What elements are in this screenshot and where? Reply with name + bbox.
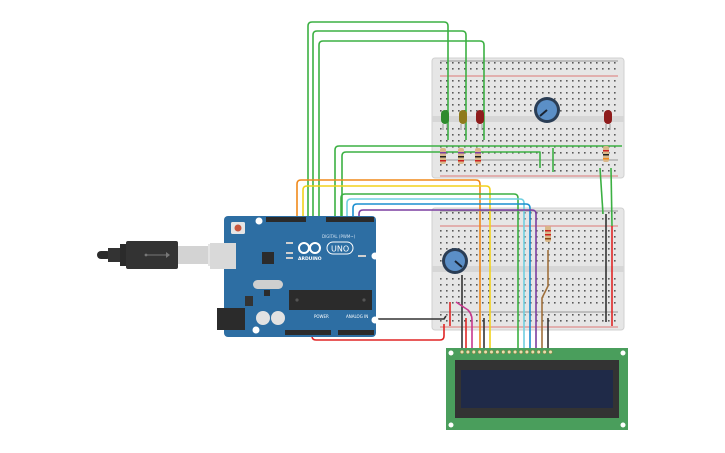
lcd-pin[interactable] xyxy=(471,349,476,355)
wire-green-rail-link-2[interactable] xyxy=(610,167,613,227)
terminal-strip-upper xyxy=(440,230,616,264)
wire-green-gnd-2[interactable] xyxy=(341,151,541,218)
center-channel xyxy=(432,266,624,272)
crystal xyxy=(253,280,283,289)
led-l xyxy=(286,242,293,244)
regulator xyxy=(245,296,253,306)
power-rail-top xyxy=(437,62,619,74)
wire-orange[interactable] xyxy=(296,179,481,350)
capacitor xyxy=(256,311,270,325)
lcd-pin[interactable] xyxy=(495,349,500,355)
usb-chip xyxy=(262,252,274,264)
wire-brown-lcd[interactable] xyxy=(541,250,549,350)
resistors-top xyxy=(440,146,609,164)
mount-hole xyxy=(371,252,379,260)
analog-header-label: ANALOG IN xyxy=(346,314,368,319)
mount-hole xyxy=(255,217,263,225)
resistor[interactable] xyxy=(475,148,481,164)
usb-cable[interactable] xyxy=(97,241,226,269)
leds xyxy=(441,110,612,130)
resistor[interactable] xyxy=(440,148,446,164)
capacitor xyxy=(271,311,285,325)
terminal-strip-lower xyxy=(440,124,616,156)
digital-header-right[interactable] xyxy=(326,217,374,222)
atmega-chip xyxy=(289,290,372,310)
reset-button[interactable] xyxy=(231,222,245,234)
terminal-strip-upper xyxy=(440,80,616,114)
wire-blue-lcd[interactable] xyxy=(352,203,531,350)
wire-green-led1[interactable] xyxy=(307,21,449,218)
lcd-pin[interactable] xyxy=(507,349,512,355)
mount-hole xyxy=(448,350,454,356)
breadboard-top xyxy=(431,57,625,179)
arduino-uno[interactable]: DIGITAL (PWM~) ARDUINO UNO POWER ANALOG … xyxy=(210,216,379,337)
lcd-pin[interactable] xyxy=(524,349,529,355)
lcd-16x2[interactable] xyxy=(446,348,628,430)
wire-green-lcd[interactable] xyxy=(340,193,519,350)
wire-purple-lcd[interactable] xyxy=(358,209,537,350)
wire-lightblue-lcd[interactable] xyxy=(346,198,525,350)
led-green[interactable] xyxy=(441,110,449,130)
potentiometer-top[interactable] xyxy=(534,97,560,123)
terminal-strip-lower xyxy=(440,274,616,308)
led-red[interactable] xyxy=(476,110,484,130)
mount-hole xyxy=(252,326,260,334)
wires xyxy=(296,21,622,350)
small-chip xyxy=(264,290,270,296)
lcd-pin[interactable] xyxy=(530,349,535,355)
wire-green-rail-link-1[interactable] xyxy=(599,167,604,215)
lcd-screen xyxy=(461,370,613,408)
resistor[interactable] xyxy=(458,148,464,164)
uno-badge xyxy=(326,241,354,255)
usb-port xyxy=(210,243,236,269)
lcd-pin[interactable] xyxy=(518,349,524,355)
power-rail-bottom xyxy=(437,313,619,325)
led-yellow[interactable] xyxy=(459,110,467,130)
wire-red-5v[interactable] xyxy=(311,324,445,341)
lcd-pin[interactable] xyxy=(465,349,470,355)
lcd-pin[interactable] xyxy=(501,349,506,355)
wire-yellow[interactable] xyxy=(302,185,491,350)
wire-magenta-lcd[interactable] xyxy=(455,301,473,350)
breadboard-bottom xyxy=(431,207,625,331)
resistor-bottom[interactable] xyxy=(545,226,551,242)
mount-hole xyxy=(448,422,454,428)
lcd-pin[interactable] xyxy=(459,349,465,355)
lcd-pin-header xyxy=(459,349,553,355)
center-channel xyxy=(432,116,624,122)
power-header[interactable] xyxy=(285,330,331,335)
arduino-brand-label: ARDUINO xyxy=(298,256,322,262)
analog-header[interactable] xyxy=(338,330,374,335)
wire-green-led3[interactable] xyxy=(318,40,485,218)
wire-green-led2[interactable] xyxy=(312,30,467,218)
wire-green-gnd-1[interactable] xyxy=(334,145,622,218)
led-tx xyxy=(286,252,293,254)
led-on xyxy=(358,255,366,257)
mount-hole xyxy=(371,316,379,324)
mount-hole xyxy=(620,422,626,428)
digital-header-label: DIGITAL (PWM~) xyxy=(322,234,356,239)
lcd-pin[interactable] xyxy=(513,349,518,355)
lcd-pin[interactable] xyxy=(477,349,482,355)
power-header-label: POWER xyxy=(314,314,329,319)
lcd-pin[interactable] xyxy=(542,349,547,355)
digital-header-left[interactable] xyxy=(266,217,306,222)
lcd-pin[interactable] xyxy=(483,349,488,355)
arduino-logo-icon xyxy=(298,242,321,254)
led-red-2[interactable] xyxy=(604,110,612,130)
led-rx xyxy=(286,257,293,259)
usb-icon xyxy=(144,252,170,258)
lcd-pin[interactable] xyxy=(489,349,494,355)
potentiometer-bottom[interactable] xyxy=(442,248,468,274)
resistor[interactable] xyxy=(603,146,609,162)
power-rail-bottom xyxy=(437,162,619,174)
mount-hole xyxy=(620,350,626,356)
power-jack xyxy=(217,308,245,330)
power-rail-top xyxy=(437,212,619,224)
uno-label: UNO xyxy=(331,245,349,254)
lcd-pin[interactable] xyxy=(548,349,553,355)
lcd-pin[interactable] xyxy=(536,349,541,355)
